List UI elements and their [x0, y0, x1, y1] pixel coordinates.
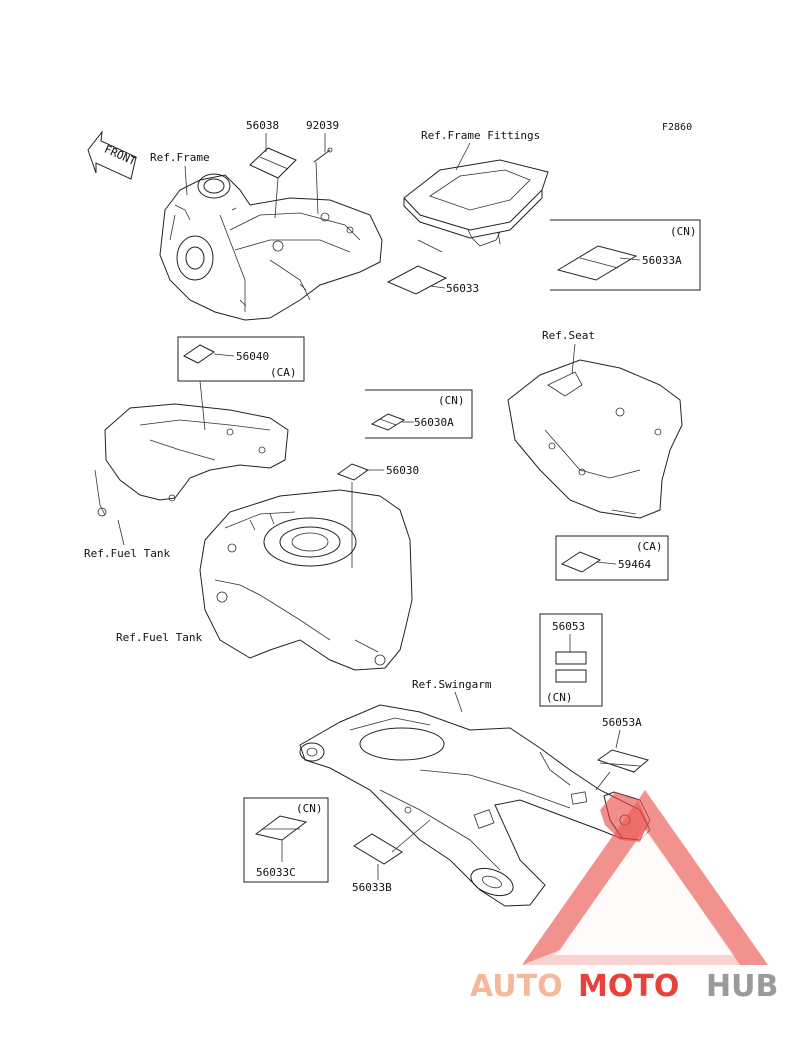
fuel-tank-cover-drawing: [94, 403, 289, 517]
region-cn-3: (CN): [546, 691, 573, 704]
frame-fittings-drawing: [403, 159, 549, 247]
callout-box-56033A: (CN) 56033A: [550, 219, 701, 291]
swingarm-drawing: [299, 704, 651, 907]
part-56030-label: 56030: [386, 464, 419, 477]
figure-id: F2860: [662, 122, 692, 133]
label-56030-sticker: [336, 463, 370, 481]
bolt-92039: [313, 147, 333, 163]
front-label: FRONT: [102, 143, 138, 168]
part-56033B-label: 56033B: [352, 881, 392, 894]
part-56038-label: 56038: [246, 119, 279, 132]
fuel-tank-drawing: [199, 489, 413, 671]
callout-box-56053: 56053 (CN): [539, 613, 603, 707]
region-cn-2: (CN): [438, 394, 465, 407]
part-56053-label: 56053: [552, 620, 585, 633]
watermark-hub: HUB: [706, 969, 778, 1004]
region-ca-1: (CA): [270, 366, 297, 379]
label-56053A-sticker: [596, 749, 650, 773]
callout-box-56040: 56040 (CA): [177, 336, 305, 382]
ref-swingarm-label: Ref.Swingarm: [412, 678, 492, 691]
part-56033C-label: 56033C: [256, 866, 296, 879]
part-56033A-label: 56033A: [642, 254, 682, 267]
label-56033B-sticker: [353, 833, 403, 865]
seat-drawing: [507, 359, 683, 519]
ref-frame-fittings-label: Ref.Frame Fittings: [421, 129, 540, 142]
part-56040-label: 56040: [236, 350, 269, 363]
callout-box-56033C: (CN) 56033C: [243, 797, 329, 883]
label-56033-sticker: [386, 265, 448, 295]
part-56033-label: 56033: [446, 282, 479, 295]
part-56030A-label: 56030A: [414, 416, 454, 429]
watermark-auto: AUTO: [470, 969, 563, 1004]
ref-seat-label: Ref.Seat: [542, 329, 595, 342]
ref-frame-label: Ref.Frame: [150, 151, 210, 164]
part-56053A-label: 56053A: [602, 716, 642, 729]
front-arrow: FRONT: [87, 130, 138, 180]
part-92039-label: 92039: [306, 119, 339, 132]
region-cn-1: (CN): [670, 225, 697, 238]
region-ca-2: (CA): [636, 540, 663, 553]
label-56038-sticker: [249, 147, 297, 179]
ref-fuel-tank-label-2: Ref.Fuel Tank: [116, 631, 202, 644]
callout-box-59464: (CA) 59464: [555, 535, 669, 581]
frame-drawing: [159, 173, 383, 321]
part-59464-label: 59464: [618, 558, 651, 571]
watermark-moto: MOTO: [578, 969, 679, 1004]
automotohub-logo: [522, 790, 768, 965]
region-cn-4: (CN): [296, 802, 323, 815]
ref-fuel-tank-label-1: Ref.Fuel Tank: [84, 547, 170, 560]
callout-box-56030A: (CN) 56030A: [365, 389, 473, 439]
